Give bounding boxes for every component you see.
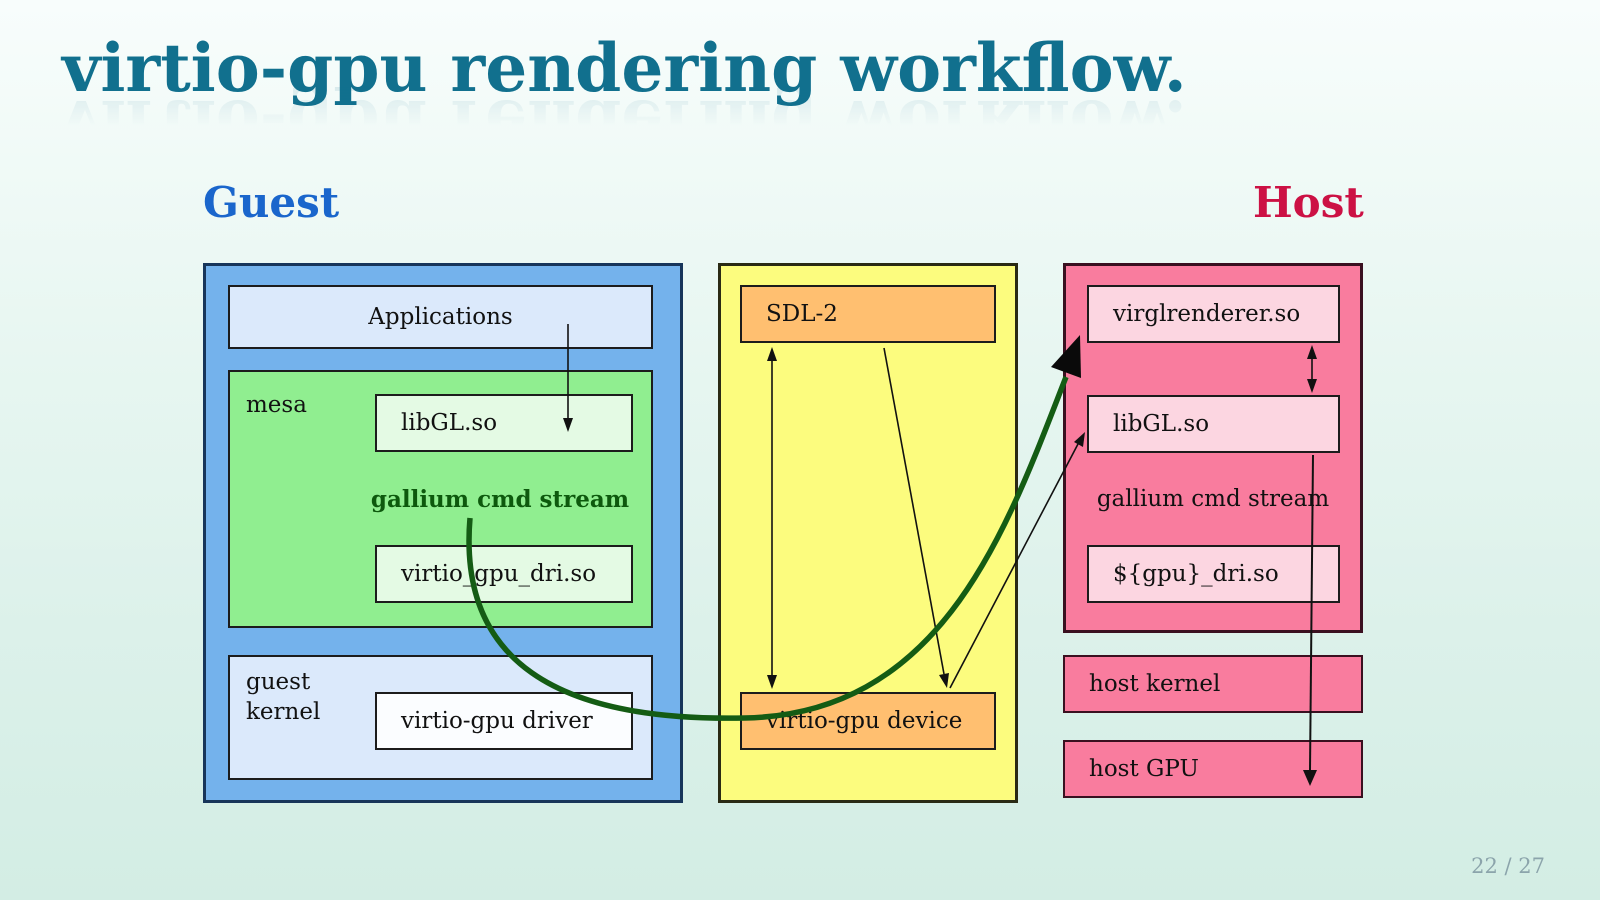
title-area: virtio-gpu rendering workflow. virtio-gp…: [62, 29, 1187, 163]
sdl2-box: SDL-2: [740, 285, 996, 343]
virtio-gpu-dri-box: virtio_gpu_dri.so: [375, 545, 633, 603]
guest-kernel-label: guest kernel: [246, 668, 320, 728]
virtio-gpu-device-box: virtio-gpu device: [740, 692, 996, 750]
guest-kernel-line1: guest: [246, 669, 311, 695]
virglrenderer-box: virglrenderer.so: [1087, 285, 1340, 343]
guest-gallium-cmd-stream-label: gallium cmd stream: [370, 486, 630, 513]
applications-box: Applications: [228, 285, 653, 349]
mesa-label: mesa: [246, 392, 307, 418]
virtio-gpu-driver-box: virtio-gpu driver: [375, 692, 633, 750]
host-kernel-box: host kernel: [1063, 655, 1363, 713]
guest-heading: Guest: [203, 178, 340, 227]
host-gpu-box: host GPU: [1063, 740, 1363, 798]
guest-kernel-line2: kernel: [246, 698, 321, 725]
page-number: 22 / 27: [1471, 854, 1545, 878]
host-heading: Host: [1253, 178, 1364, 227]
host-gallium-cmd-stream-label: gallium cmd stream: [1096, 486, 1330, 512]
guest-libgl-box: libGL.so: [375, 394, 633, 452]
slide-title-reflection: virtio-gpu rendering workflow.: [62, 84, 1187, 163]
host-libgl-box: libGL.so: [1087, 395, 1340, 453]
slide-title: virtio-gpu rendering workflow.: [62, 29, 1187, 107]
gpu-dri-box: ${gpu}_dri.so: [1087, 545, 1340, 603]
